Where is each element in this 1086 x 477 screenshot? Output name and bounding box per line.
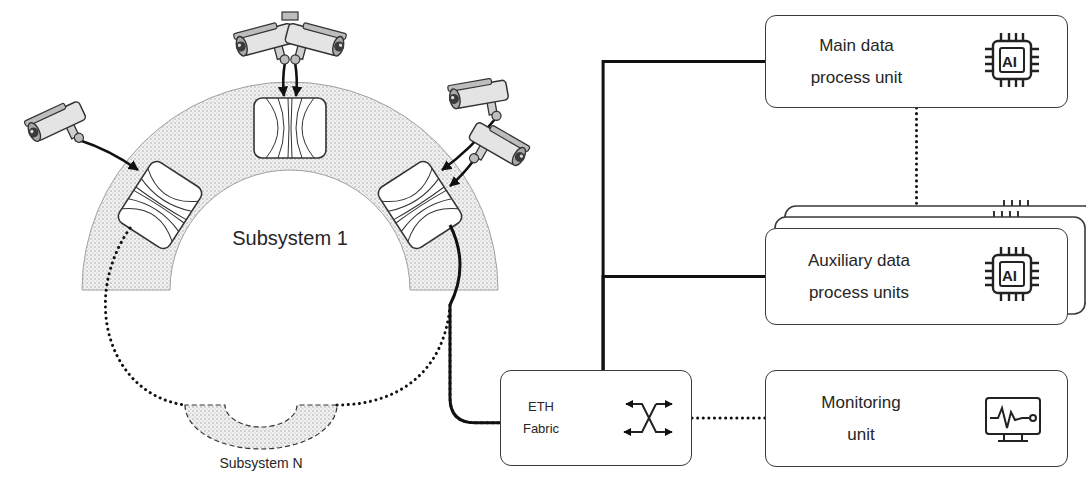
chip-label: AI xyxy=(1002,54,1017,69)
subsystem-label: Subsystem 1 xyxy=(190,226,390,250)
process-box: Monitoring unit xyxy=(765,370,1068,467)
subsystem-arch: Subsystem 1 xyxy=(82,82,498,290)
arch-outline xyxy=(82,82,498,290)
connector xyxy=(915,108,918,206)
box-label: Auxiliary data process units xyxy=(794,245,924,309)
chip-label: AI xyxy=(1002,268,1017,283)
bowl-shape xyxy=(185,405,337,449)
bowl-outline xyxy=(180,398,342,454)
box-label: Main data process unit xyxy=(794,30,919,94)
connector xyxy=(337,305,500,423)
process-box: Main data process unit AI xyxy=(765,15,1068,108)
box-label: Monitoring unit xyxy=(811,387,911,451)
connector xyxy=(603,62,765,371)
arch-shape xyxy=(82,82,498,290)
subsystem-outline: Subsystem N xyxy=(180,398,342,476)
connector xyxy=(603,277,765,371)
connector xyxy=(692,417,765,420)
subsystem-label: Subsystem N xyxy=(180,454,342,472)
process-box: ETH Fabric xyxy=(500,370,692,466)
box-label: ETH Fabric xyxy=(515,396,567,440)
process-box: Auxiliary data process units AI xyxy=(765,228,1068,325)
